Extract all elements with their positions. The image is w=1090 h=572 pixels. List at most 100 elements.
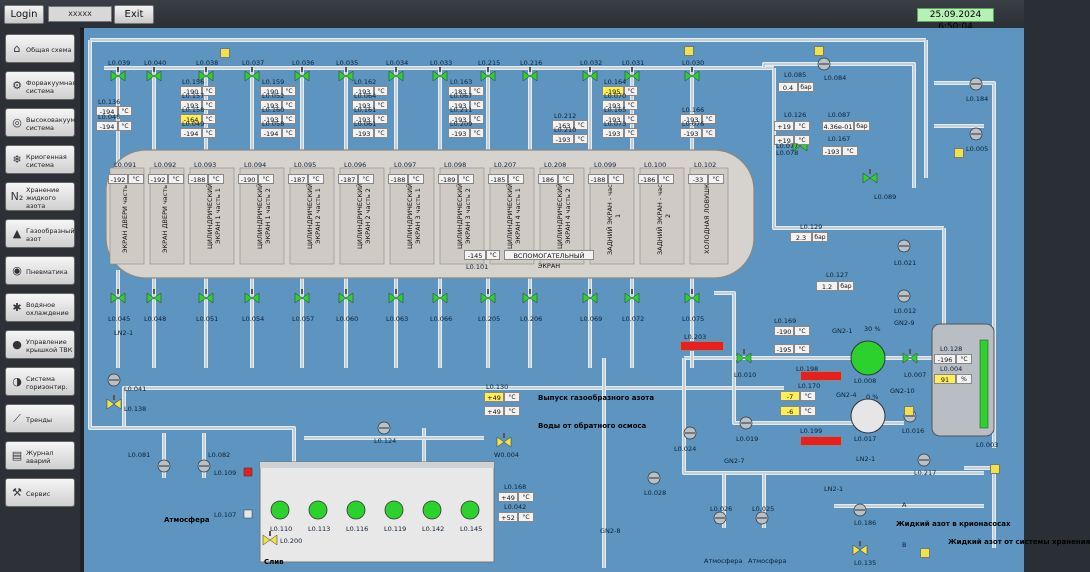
valve-L0021-icon[interactable] (897, 239, 911, 253)
status-indicator (684, 46, 694, 56)
inlet-valve-icon[interactable] (432, 67, 448, 82)
nav-vacuum[interactable]: ◎Высоковакуум. система (5, 108, 77, 137)
outlet-valve-icon[interactable] (432, 289, 448, 304)
status-indicator (904, 406, 914, 416)
temperature-readout: -195 (602, 86, 624, 96)
valve-L0024-icon[interactable] (683, 426, 697, 440)
unit-label: °C (518, 492, 534, 502)
sensor-tag: L0.024 (674, 445, 697, 453)
outlet-valve-icon[interactable] (338, 289, 354, 304)
service-icon: ⚒ (12, 486, 22, 499)
pneumatic-icon: ◉ (12, 264, 22, 277)
valve-W0004-icon[interactable] (496, 433, 512, 448)
sensor-tag: L0.209 (450, 120, 473, 128)
outlet-valve-icon[interactable] (582, 289, 598, 304)
valve-L0010-icon[interactable] (736, 349, 752, 364)
valve-L0135-icon[interactable] (852, 541, 868, 556)
aux-screen-temp: -145 (464, 250, 486, 260)
valve-L0028-icon[interactable] (647, 471, 661, 485)
sensor-tag: L0.098 (444, 161, 467, 169)
outlet-valve-icon[interactable] (522, 289, 538, 304)
nav-pump[interactable]: ⚙Форвакуумная система (5, 71, 76, 100)
valve-L0082-icon[interactable] (197, 459, 211, 473)
outlet-valve-icon[interactable] (146, 289, 162, 304)
inlet-valve-icon[interactable] (294, 67, 310, 82)
nav-control[interactable]: ●Управление крышкой ТВК (5, 330, 75, 359)
unit-label: °C (374, 114, 388, 124)
unit-label: °C (504, 406, 520, 416)
unit-label: °C (282, 100, 296, 110)
inlet-valve-icon[interactable] (198, 67, 214, 82)
bottom-valve-tag: L0.069 (580, 315, 603, 323)
temperature-readout: -7 (780, 391, 800, 401)
unit-label: °C (374, 128, 388, 138)
line-label: GN2-1 (832, 327, 853, 335)
inlet-valve-icon[interactable] (624, 67, 640, 82)
nav-home[interactable]: ⌂Общая схема (5, 34, 75, 63)
inlet-valve-icon[interactable] (522, 67, 538, 82)
nav-pneumatic[interactable]: ◉Пневматика (5, 256, 75, 285)
valve-L0217-icon[interactable] (917, 453, 931, 467)
section-label: ЭКРАН ДВЕРИ часть 2 (161, 178, 169, 254)
valve-L0007-icon[interactable] (902, 349, 918, 364)
valve-L0200-icon[interactable] (262, 531, 278, 546)
valve-L0084-icon[interactable] (817, 57, 831, 71)
valve-L0012-icon[interactable] (897, 289, 911, 303)
nav-gas[interactable]: ▲Газообразный азот (5, 219, 75, 248)
nav-water[interactable]: ✱Водяное охлаждение (5, 293, 75, 322)
inlet-valve-icon[interactable] (684, 67, 700, 82)
valve-L0186-icon[interactable] (853, 503, 867, 517)
unit-label: °C (202, 86, 216, 96)
outlet-valve-icon[interactable] (624, 289, 640, 304)
alarm-readout (680, 341, 724, 351)
exit-button[interactable]: Exit (114, 5, 154, 24)
inlet-valve-icon[interactable] (244, 67, 260, 82)
temperature-readout: -192 (148, 174, 168, 184)
chamber-section (339, 167, 385, 265)
outlet-valve-icon[interactable] (294, 289, 310, 304)
valve-L0089-icon[interactable] (862, 169, 878, 184)
temperature-readout: -6 (780, 406, 800, 416)
unit-label: °C (118, 121, 132, 131)
valve-L0019-icon[interactable] (739, 416, 753, 430)
sensor-tag: L0.109 (214, 469, 237, 477)
sensor-tag: L0.101 (466, 263, 489, 271)
unit-label: °C (168, 174, 184, 184)
outlet-valve-icon[interactable] (388, 289, 404, 304)
sensor-tag: W0.004 (494, 451, 520, 459)
unit-label: °C (702, 114, 716, 124)
valve-L0041-icon[interactable] (107, 373, 121, 387)
nav-trend[interactable]: ⟋Тренды (5, 404, 75, 433)
valve-L0184-icon[interactable] (969, 77, 983, 91)
temperature-readout: -187 (338, 174, 358, 184)
nav-service[interactable]: ⚒Сервис (5, 478, 75, 507)
inlet-valve-icon[interactable] (480, 67, 496, 82)
valve-L0081-icon[interactable] (157, 459, 171, 473)
sensor-tag: L0.091 (114, 161, 137, 169)
nav-cryogen[interactable]: ❄Криогенная система (5, 145, 75, 174)
valve-L0124-icon[interactable] (377, 421, 391, 435)
unit-label: °C (282, 128, 296, 138)
outlet-valve-icon[interactable] (198, 289, 214, 304)
sensor-tag: L0.077 (776, 142, 799, 150)
inlet-valve-icon[interactable] (146, 67, 162, 82)
valve-L0005-icon[interactable] (969, 127, 983, 141)
outlet-valve-icon[interactable] (684, 289, 700, 304)
login-button[interactable]: Login (4, 5, 44, 24)
valve-L0138-icon[interactable] (106, 395, 122, 410)
inlet-valve-icon[interactable] (582, 67, 598, 82)
inlet-valve-icon[interactable] (388, 67, 404, 82)
sensor-tag: L0.082 (208, 451, 231, 459)
outlet-valve-icon[interactable] (480, 289, 496, 304)
valve-L0026-icon[interactable] (713, 511, 727, 525)
valve-L0025-icon[interactable] (755, 511, 769, 525)
nav-horizon[interactable]: ◑Система горизонтир. (5, 367, 75, 396)
unit-label: °C (358, 174, 374, 184)
outlet-valve-icon[interactable] (110, 289, 126, 304)
outlet-valve-icon[interactable] (244, 289, 260, 304)
inlet-valve-icon[interactable] (110, 67, 126, 82)
nav-journal[interactable]: ▤Журнал аварий (5, 441, 75, 470)
unit-label: °C (128, 174, 144, 184)
inlet-valve-icon[interactable] (338, 67, 354, 82)
